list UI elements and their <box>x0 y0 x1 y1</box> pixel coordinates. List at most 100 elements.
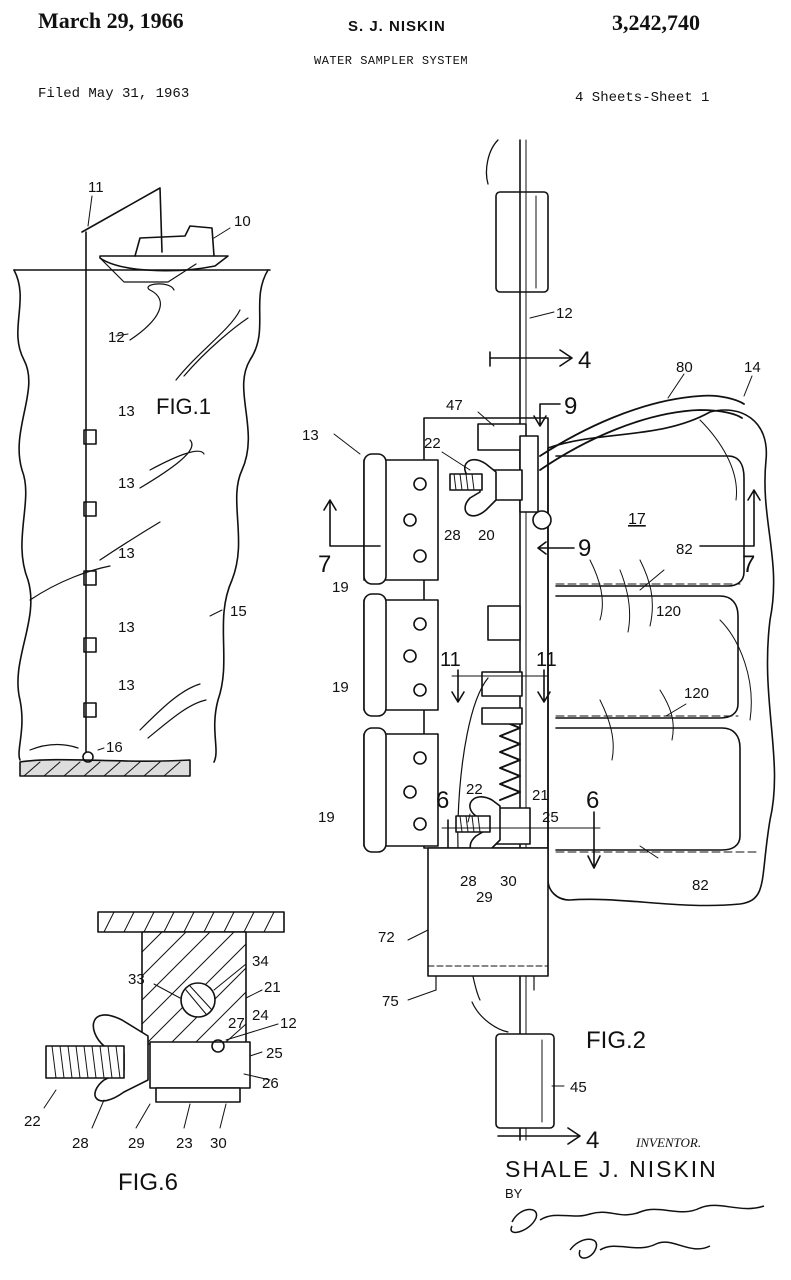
section-7-right: 7 <box>742 551 755 578</box>
sheet-count: 4 Sheets-Sheet 1 <box>575 90 710 106</box>
top-block-47 <box>477 423 527 451</box>
label-24: 24 <box>252 1007 269 1024</box>
hinge-19-bottom <box>363 727 439 853</box>
fig6-housing-25 <box>149 1041 251 1089</box>
release-block-21 <box>495 807 531 845</box>
label-82: 82 <box>676 541 693 558</box>
by-label: BY <box>505 1186 523 1201</box>
label-13: 13 <box>118 403 135 420</box>
weight-16 <box>82 751 94 763</box>
label-23: 23 <box>176 1135 193 1152</box>
label-13: 13 <box>118 475 135 492</box>
label-47: 47 <box>446 397 463 414</box>
fig1-caption: FIG.1 <box>156 394 211 419</box>
label-21: 21 <box>264 979 281 996</box>
section-11-right: 11 <box>536 649 557 671</box>
label-25: 25 <box>542 809 559 826</box>
inventor-name: SHALE J. NISKIN <box>505 1156 718 1182</box>
label-120: 120 <box>656 603 681 620</box>
tube-80 <box>539 394 745 471</box>
label-14: 14 <box>744 359 761 376</box>
label-72: 72 <box>378 929 395 946</box>
section-9-mid: 9 <box>578 535 591 562</box>
label-75: 75 <box>382 993 399 1010</box>
label-21: 21 <box>532 787 549 804</box>
section-6-left: 6 <box>436 787 449 814</box>
label-19: 19 <box>332 679 349 696</box>
label-11: 11 <box>88 179 104 196</box>
label-22: 22 <box>24 1113 41 1130</box>
attorney-signature <box>510 1204 765 1259</box>
bag-compartment <box>555 455 745 587</box>
top-messenger <box>495 191 549 293</box>
label-15: 15 <box>230 603 247 620</box>
patent-date: March 29, 1966 <box>38 8 184 33</box>
label-28: 28 <box>460 873 477 890</box>
seabed <box>19 758 191 777</box>
label-22: 22 <box>466 781 483 798</box>
label-30: 30 <box>210 1135 227 1152</box>
fig6-drawing <box>43 911 285 1129</box>
filed-date: Filed May 31, 1963 <box>38 86 190 102</box>
hinge-19-top <box>363 453 439 585</box>
label-120: 120 <box>684 685 709 702</box>
water-column-right <box>213 269 269 763</box>
spring <box>499 719 521 801</box>
label-33: 33 <box>128 971 145 988</box>
label-12: 12 <box>108 329 125 346</box>
fig2-drawing <box>323 139 776 1145</box>
section-7-left: 7 <box>318 551 331 578</box>
label-12: 12 <box>280 1015 297 1032</box>
label-13: 13 <box>118 677 135 694</box>
fig6-caption: FIG.6 <box>118 1169 178 1196</box>
boat-cabin <box>134 225 215 257</box>
boat-hull <box>99 255 229 272</box>
label-22: 22 <box>424 435 441 452</box>
section-6-right: 6 <box>586 787 599 814</box>
section-4-bottom: 4 <box>586 1127 599 1154</box>
fig1-sampler <box>83 429 97 445</box>
patent-title: WATER SAMPLER SYSTEM <box>314 54 469 68</box>
label-17: 17 <box>628 511 646 528</box>
fig6-rod-34 <box>180 982 216 1018</box>
label-29: 29 <box>128 1135 145 1152</box>
boat-mast <box>81 187 163 253</box>
hinge-19-middle <box>363 593 439 717</box>
label-80: 80 <box>676 359 693 376</box>
label-12: 12 <box>556 305 573 322</box>
top-messenger-wire <box>485 139 499 185</box>
label-28: 28 <box>72 1135 89 1152</box>
label-20: 20 <box>478 527 495 544</box>
fig6-plate-23 <box>155 1087 241 1103</box>
label-45: 45 <box>570 1079 587 1096</box>
bottom-messenger-45 <box>495 1033 555 1129</box>
label-19: 19 <box>332 579 349 596</box>
section-11-left: 11 <box>440 649 461 671</box>
lower-body-72 <box>427 847 549 977</box>
fig1-drawing <box>13 187 271 777</box>
section-4-top: 4 <box>578 347 591 374</box>
trip-roller <box>532 510 552 530</box>
label-13: 13 <box>302 427 319 444</box>
label-10: 10 <box>234 213 251 230</box>
fig1-sampler <box>83 702 97 718</box>
label-19: 19 <box>318 809 335 826</box>
fig2-caption: FIG.2 <box>586 1027 646 1054</box>
label-30: 30 <box>500 873 517 890</box>
label-25: 25 <box>266 1045 283 1062</box>
sample-bag-14 <box>547 409 776 907</box>
label-28: 28 <box>444 527 461 544</box>
label-34: 34 <box>252 953 269 970</box>
label-16: 16 <box>106 739 123 756</box>
bag-compartment <box>555 727 741 851</box>
water-column-left <box>13 269 32 761</box>
label-82: 82 <box>692 877 709 894</box>
fig1-sampler <box>83 501 97 517</box>
label-13: 13 <box>118 545 135 562</box>
label-13: 13 <box>118 619 135 636</box>
fig6-bolt-22 <box>45 1045 125 1079</box>
section-9-top: 9 <box>564 393 577 420</box>
label-27: 27 <box>228 1015 245 1032</box>
label-29: 29 <box>476 889 493 906</box>
